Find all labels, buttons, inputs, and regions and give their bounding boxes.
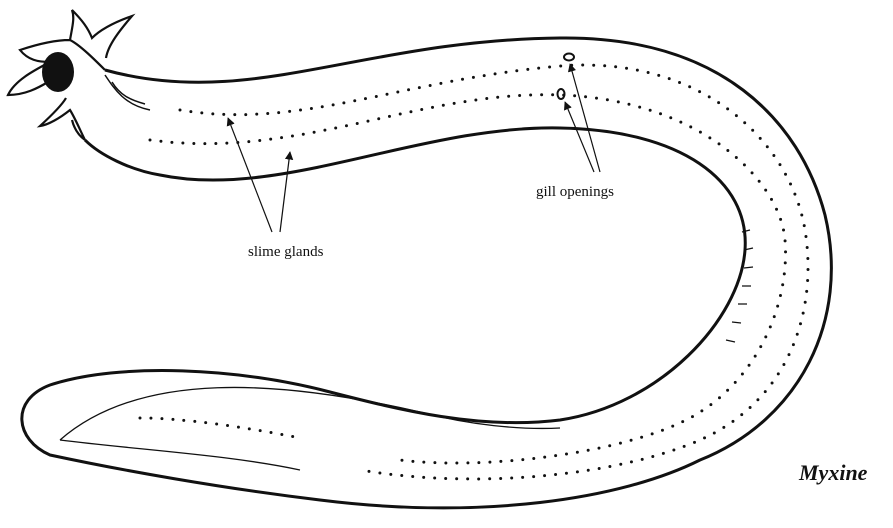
body-contour-line [60,387,560,440]
head-folds [105,75,150,110]
gill-opening-upper [564,54,574,61]
pointer-arrow-gill-2 [565,102,594,172]
slime-gland-row-lower [150,95,786,463]
head-spot [42,52,74,92]
slime-gland-row-tail [140,418,300,438]
lateral-ridges [726,230,753,342]
slime-gland-row-upper [180,65,808,479]
slime-glands-label: slime glands [248,244,323,261]
pointer-arrow-gill-1 [570,64,600,172]
pointer-arrow-slime-2 [280,152,290,232]
genus-label: Myxine [799,460,867,486]
gill-openings-label: gill openings [536,184,614,201]
